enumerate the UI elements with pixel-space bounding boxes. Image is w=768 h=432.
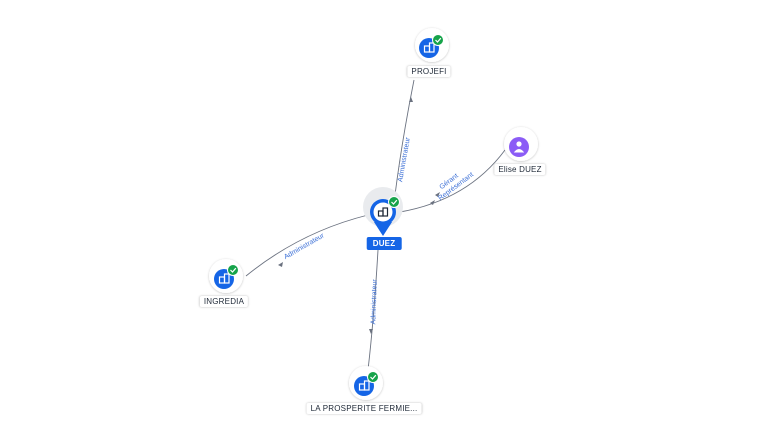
edge-label-prosperite: Administrateur xyxy=(370,279,379,325)
edge-arrow-elise-1 xyxy=(435,192,440,197)
building-icon xyxy=(218,273,230,284)
edge-arrow-ingredia xyxy=(278,262,283,267)
edge-duez-elise xyxy=(399,149,506,213)
verified-badge-icon xyxy=(227,264,239,276)
node-elise-duez[interactable] xyxy=(504,127,538,161)
edge-arrow-elise-2 xyxy=(430,200,435,205)
edge-duez-projefi xyxy=(394,79,415,196)
node-label-la-prosperite[interactable]: LA PROSPERITE FERMIE... xyxy=(306,403,422,414)
node-label-duez[interactable]: DUEZ xyxy=(366,237,402,250)
node-ingredia[interactable] xyxy=(209,259,243,293)
building-icon xyxy=(423,42,435,53)
person-icon xyxy=(513,141,525,153)
edge-arrow-projefi xyxy=(409,97,413,102)
edge-duez-prosperite xyxy=(367,249,379,371)
edge-duez-ingredia xyxy=(245,214,369,277)
verified-badge-icon xyxy=(432,34,444,46)
node-label-elise-duez[interactable]: Elise DUEZ xyxy=(494,164,546,175)
edge-arrow-prosperite xyxy=(369,329,373,334)
building-icon xyxy=(358,380,370,391)
edge-label-projefi: Administrateur xyxy=(397,136,412,182)
node-duez[interactable] xyxy=(363,187,403,236)
building-icon xyxy=(377,207,389,217)
node-projefi[interactable] xyxy=(415,28,449,62)
verified-badge-icon xyxy=(367,371,379,383)
node-la-prosperite[interactable] xyxy=(349,366,383,400)
verified-badge-icon xyxy=(388,196,400,208)
node-label-projefi[interactable]: PROJEFI xyxy=(407,66,451,77)
node-label-ingredia[interactable]: INGREDIA xyxy=(199,296,249,307)
